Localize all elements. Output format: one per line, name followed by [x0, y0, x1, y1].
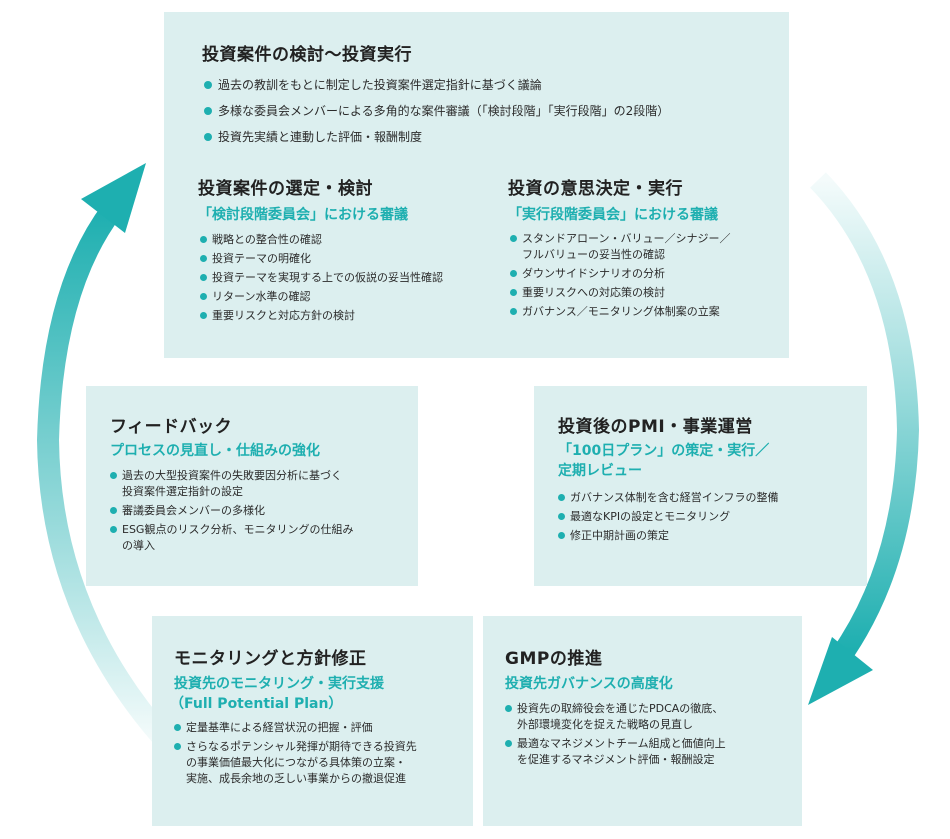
pmi-list: ガバナンス体制を含む経営インフラの整備 最適なKPIの設定とモニタリング 修正中…	[556, 488, 778, 545]
right-arrow-arc	[810, 172, 920, 657]
bullet-icon	[200, 255, 207, 262]
bullet-icon	[510, 308, 517, 315]
list-item: 過去の大型投資案件の失敗要因分析に基づく投資案件選定指針の設定	[108, 468, 353, 500]
monitoring-list: 定量基準による経営状況の把握・評価 さらなるポテンシャル発揮が期待できる投資先の…	[172, 720, 417, 790]
top-title: 投資案件の検討～投資実行	[202, 45, 412, 65]
bullet-icon	[110, 472, 117, 479]
gmp-title: GMPの推進	[505, 649, 603, 669]
list-item: リターン水準の確認	[198, 287, 443, 306]
list-item: ガバナンス体制を含む経営インフラの整備	[556, 488, 778, 507]
list-item: 多様な委員会メンバーによる多角的な案件審議（「検討段階」「実行段階」の2段階）	[202, 98, 669, 124]
list-item: ESG観点のリスク分析、モニタリングの仕組みの導入	[108, 522, 353, 554]
gmp-box: GMPの推進 投資先ガバナンスの高度化 投資先の取締役会を通じたPDCAの徹底、…	[483, 616, 802, 826]
bullet-icon	[174, 724, 181, 731]
top-list: 過去の教訓をもとに制定した投資案件選定指針に基づく議論 多様な委員会メンバーによ…	[202, 72, 669, 150]
list-item: 投資先の取締役会を通じたPDCAの徹底、外部環境変化を捉えた戦略の見直し	[503, 701, 726, 733]
feedback-title: フィードバック	[110, 417, 233, 437]
bullet-icon	[110, 526, 117, 533]
bullet-icon	[204, 133, 212, 141]
pmi-title: 投資後のPMI・事業運営	[558, 417, 753, 437]
gmp-list: 投資先の取締役会を通じたPDCAの徹底、外部環境変化を捉えた戦略の見直し 最適な…	[503, 701, 726, 771]
investment-review-box: 投資案件の検討～投資実行 過去の教訓をもとに制定した投資案件選定指針に基づく議論…	[164, 12, 789, 358]
selection-list: 戦略との整合性の確認 投資テーマの明確化 投資テーマを実現する上での仮説の妥当性…	[198, 230, 443, 325]
bullet-icon	[510, 235, 517, 242]
bullet-icon	[200, 293, 207, 300]
bullet-icon	[200, 312, 207, 319]
bullet-icon	[200, 236, 207, 243]
feedback-subtitle: プロセスの見直し・仕組みの強化	[110, 443, 320, 459]
right-arrow-head	[808, 637, 873, 705]
pmi-subtitle-2: 定期レビュー	[558, 463, 642, 479]
bullet-icon	[505, 705, 512, 712]
list-item: 重要リスクと対応方針の検討	[198, 306, 443, 325]
list-item: 最適なマネジメントチーム組成と価値向上を促進するマネジメント評価・報酬設定	[503, 736, 726, 768]
pmi-box: 投資後のPMI・事業運営 「100日プラン」の策定・実行／ 定期レビュー ガバナ…	[534, 386, 867, 586]
decision-list: スタンドアローン・バリュー／シナジー／フルバリューの妥当性の確認 ダウンサイドシ…	[508, 231, 730, 323]
monitoring-subtitle-1: 投資先のモニタリング・実行支援	[174, 676, 384, 692]
left-arrow-arc	[36, 203, 174, 748]
list-item: 最適なKPIの設定とモニタリング	[556, 507, 778, 526]
list-item: 投資テーマを実現する上での仮説の妥当性確認	[198, 268, 443, 287]
bullet-icon	[510, 270, 517, 277]
gmp-subtitle: 投資先ガバナンスの高度化	[505, 676, 673, 692]
bullet-icon	[558, 532, 565, 539]
bullet-icon	[558, 513, 565, 520]
list-item: ダウンサイドシナリオの分析	[508, 266, 730, 282]
list-item: 過去の教訓をもとに制定した投資案件選定指針に基づく議論	[202, 72, 669, 98]
selection-title: 投資案件の選定・検討	[198, 179, 373, 199]
monitoring-title: モニタリングと方針修正	[174, 649, 367, 669]
list-item: 修正中期計画の策定	[556, 526, 778, 545]
bullet-icon	[204, 107, 212, 115]
bullet-icon	[510, 289, 517, 296]
list-item: 投資先実績と連動した評価・報酬制度	[202, 124, 669, 150]
list-item: スタンドアローン・バリュー／シナジー／フルバリューの妥当性の確認	[508, 231, 730, 263]
bullet-icon	[200, 274, 207, 281]
selection-subtitle: 「検討段階委員会」における審議	[198, 207, 408, 223]
pmi-subtitle-1: 「100日プラン」の策定・実行／	[558, 443, 770, 459]
list-item: 審議委員会メンバーの多様化	[108, 503, 353, 519]
bullet-icon	[505, 740, 512, 747]
bullet-icon	[204, 81, 212, 89]
list-item: ガバナンス／モニタリング体制案の立案	[508, 304, 730, 320]
decision-title: 投資の意思決定・実行	[508, 179, 683, 199]
feedback-list: 過去の大型投資案件の失敗要因分析に基づく投資案件選定指針の設定 審議委員会メンバ…	[108, 468, 353, 557]
decision-subtitle: 「実行段階委員会」における審議	[508, 207, 718, 223]
feedback-box: フィードバック プロセスの見直し・仕組みの強化 過去の大型投資案件の失敗要因分析…	[86, 386, 418, 586]
list-item: 戦略との整合性の確認	[198, 230, 443, 249]
left-arrow-head	[81, 163, 146, 233]
bullet-icon	[110, 507, 117, 514]
list-item: さらなるポテンシャル発揮が期待できる投資先の事業価値最大化につながる具体策の立案…	[172, 739, 417, 787]
bullet-icon	[558, 494, 565, 501]
monitoring-box: モニタリングと方針修正 投資先のモニタリング・実行支援 （Full Potent…	[152, 616, 473, 826]
list-item: 重要リスクへの対応策の検討	[508, 285, 730, 301]
list-item: 投資テーマの明確化	[198, 249, 443, 268]
list-item: 定量基準による経営状況の把握・評価	[172, 720, 417, 736]
bullet-icon	[174, 743, 181, 750]
monitoring-subtitle-2: （Full Potential Plan）	[170, 696, 343, 712]
